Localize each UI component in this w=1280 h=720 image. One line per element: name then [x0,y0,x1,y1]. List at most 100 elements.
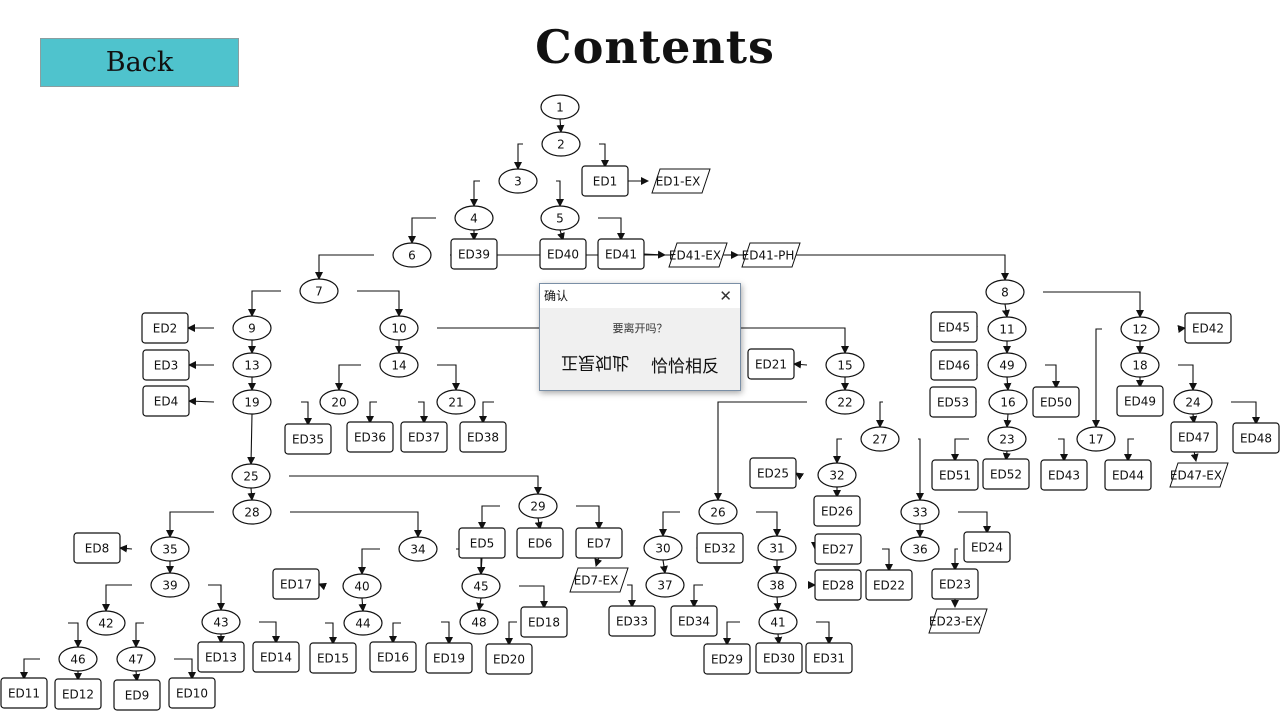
node-ed51: ED51 [931,459,979,491]
edge-n15-to-ed21 [793,360,808,369]
node-label: ED50 [1040,396,1072,410]
node-label: ED26 [821,505,853,519]
node-label: ED31 [813,652,845,666]
node-ed20: ED20 [485,643,533,675]
node-box [1184,312,1232,344]
node-label: ED49 [1124,395,1156,409]
edge-n28-to-n35 [166,511,214,538]
edge-n19-to-ed4 [188,397,215,406]
node-ed18: ED18 [520,606,568,638]
node-ellipse [900,536,940,562]
node-box [309,642,357,674]
node-label: 15 [837,359,852,373]
edge-n41-to-ed29 [723,621,740,646]
node-box [520,606,568,638]
edge-n5-to-ed40 [557,229,565,241]
node-n2: 2 [541,131,581,157]
node-label: 39 [162,579,177,593]
node-ed39: ED39 [450,238,498,270]
node-label: ED25 [757,467,789,481]
node-box [369,641,417,673]
node-label: ED46 [938,359,970,373]
node-n11: 11 [987,316,1027,342]
node-ellipse [232,315,272,341]
node-ed7-ex: ED7-EX [569,567,629,593]
node-n49: 49 [987,352,1027,378]
node-n18: 18 [1120,352,1160,378]
node-label: ED36 [354,431,386,445]
edge-n45-to-ed18 [519,585,548,609]
node-n7: 7 [299,278,339,304]
confirm-no-button[interactable]: 恰恰相反 [651,357,719,377]
node-box [459,421,507,453]
node-label: ED1 [593,175,617,189]
node-label: ED10 [176,687,208,701]
node-n31: 31 [757,535,797,561]
node-ed26: ED26 [813,495,861,527]
node-ed38: ED38 [459,421,507,453]
edge-n8-to-n11 [1001,303,1010,318]
edge-n21-to-ed38 [479,401,494,424]
node-ellipse [825,389,865,415]
node-ed9: ED9 [113,679,161,711]
node-ellipse [86,610,126,636]
dialog-titlebar: 确认 ✕ [540,284,740,308]
node-label: ED1-EX [656,175,701,189]
confirm-yes-button[interactable]: 正是如此 [561,352,629,372]
edge-n6-to-n7 [315,254,374,280]
node-box [113,679,161,711]
node-box [450,238,498,270]
node-ed14: ED14 [252,641,300,673]
edge-n43-to-ed14 [259,621,280,644]
node-n13: 13 [232,352,272,378]
edge-n18-to-n24 [1178,364,1197,391]
node-ellipse [150,572,190,598]
node-parallelogram [651,168,711,194]
node-label: ED7-EX [574,574,619,588]
node-label: ED8 [85,542,109,556]
node-n32: 32 [817,462,857,488]
node-box [931,568,979,600]
node-ed49: ED49 [1116,385,1164,417]
node-ed27: ED27 [814,533,862,565]
node-parallelogram [569,567,629,593]
edge-n3-to-n4 [470,180,480,207]
node-ed32: ED32 [696,532,744,564]
node-label: 37 [657,579,672,593]
node-label: 26 [710,506,725,520]
node-ed43: ED43 [1040,459,1088,491]
dialog-button-row: 正是如此 恰恰相反 [540,352,740,377]
node-box [1040,459,1088,491]
node-n36: 36 [900,536,940,562]
node-label: ED15 [317,652,349,666]
node-n5: 5 [540,205,580,231]
edge-n42-to-n46 [68,622,82,648]
node-n35: 35 [150,536,190,562]
close-icon[interactable]: ✕ [719,287,732,305]
node-box [516,527,564,559]
node-ellipse [461,573,501,599]
node-n15: 15 [825,352,865,378]
node-ellipse [985,279,1025,305]
node-box [54,678,102,710]
back-button[interactable]: Back [40,38,239,87]
node-parallelogram [928,608,988,634]
node-ellipse [454,205,494,231]
node-label: 10 [391,322,406,336]
edge-n20-to-ed36 [366,401,377,424]
node-label: 32 [829,469,844,483]
node-ed41-ph: ED41-PH [741,242,801,268]
node-ellipse [232,499,272,525]
edge-n22-to-n26 [714,401,807,501]
node-n42: 42 [86,610,126,636]
node-n3: 3 [498,168,538,194]
node-n12: 12 [1120,316,1160,342]
node-box [284,423,332,455]
node-label: ED23-EX [929,615,981,629]
node-label: ED11 [8,687,40,701]
node-ed1-ex: ED1-EX [651,168,711,194]
node-ellipse [860,426,900,452]
edge-n35-to-ed8 [119,544,133,553]
node-n9: 9 [232,315,272,341]
node-n46: 46 [58,646,98,672]
